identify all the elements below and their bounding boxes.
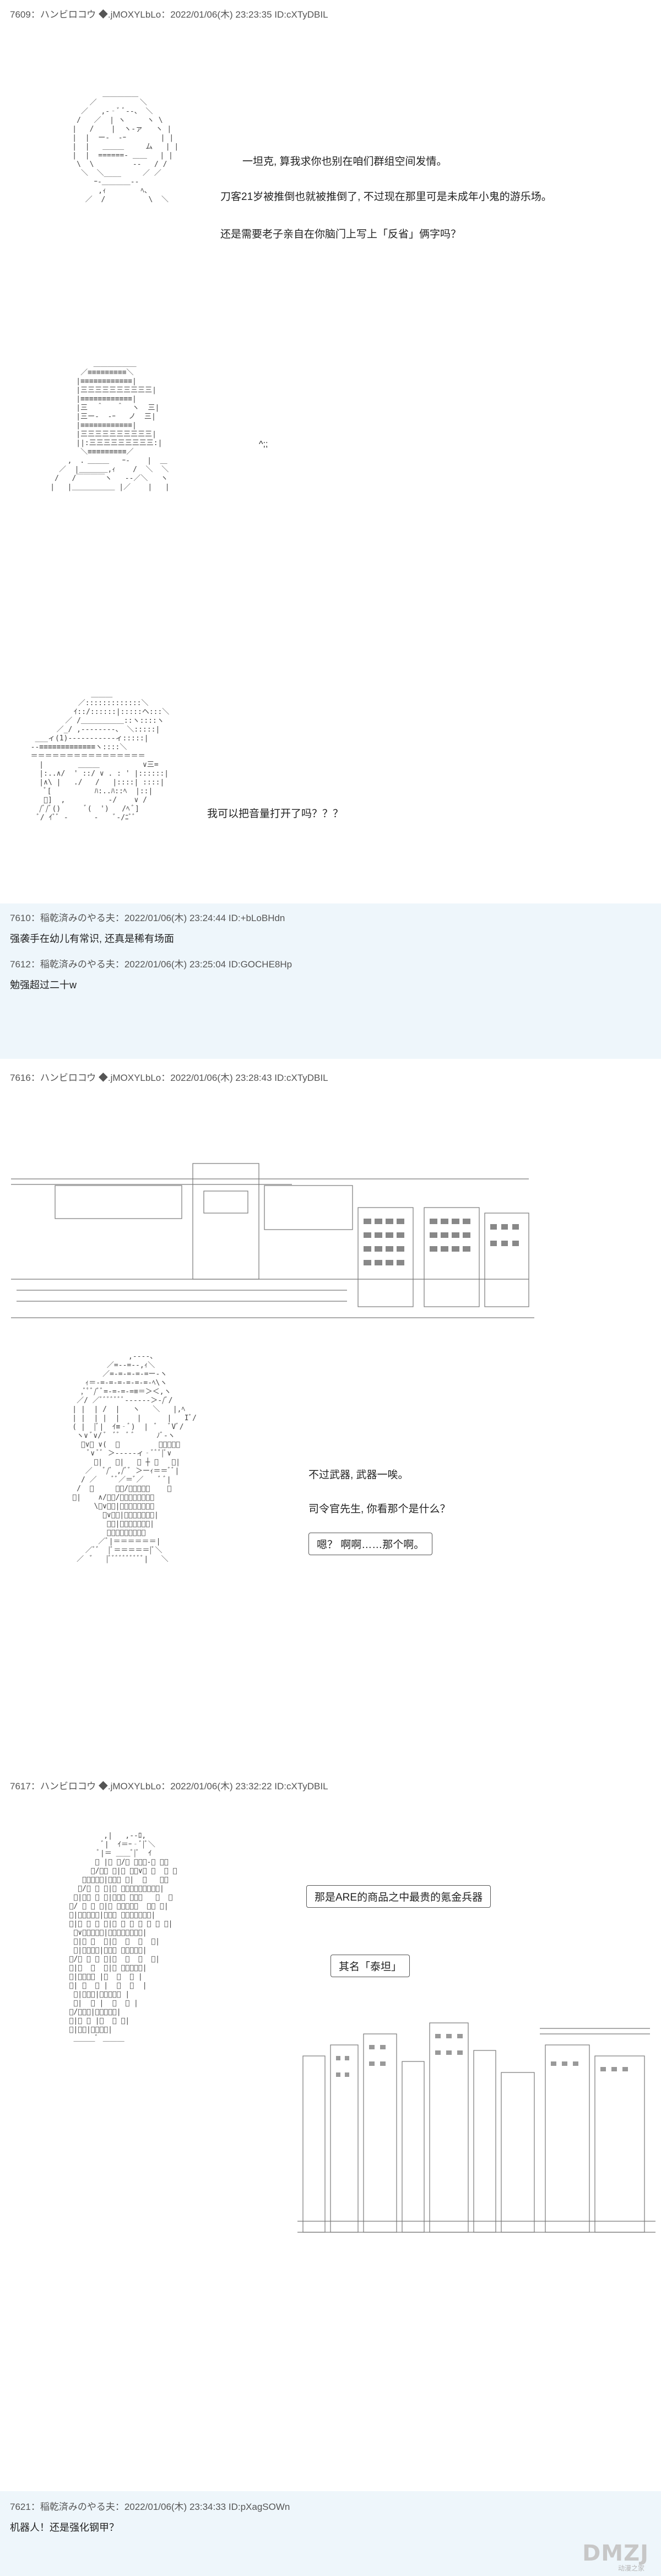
dialog-aside: ^;;	[259, 440, 268, 449]
ascii-art-character-gunner: ,| ,-‐ﾛ, ﾞ| ｲ＝ｰ‐ﾞ|ﾞ＼ ﾞ|＝ ＿＿ﾞ|ﾞ ｲ ﾞ |ﾞ ﾞ/…	[64, 1832, 177, 2043]
post-header: 7616：ハンビロコウ ◆.jMOXYLbLo：2022/01/06(木) 23…	[10, 1073, 328, 1083]
speech-bubble-text: 嗯？ 啊啊……那个啊。	[317, 1539, 425, 1551]
post-body: 强袭手在幼儿有常识, 还真是稀有场面	[10, 933, 175, 944]
post-7617: 7617：ハンビロコウ ◆.jMOXYLbLo：2022/01/06(木) 23…	[0, 1769, 661, 2491]
post-header: 7617：ハンビロコウ ◆.jMOXYLbLo：2022/01/06(木) 23…	[10, 1781, 328, 1792]
watermark-logo: DMZJ	[582, 2541, 649, 2566]
ascii-art-character-small: ＿＿＿ ／:::::::::::::＼ ｲ::/::::::|:::::ヘ:::…	[30, 690, 170, 822]
post-header: 7621：稲乾済みのやる夫：2022/01/06(木) 23:34:33 ID:…	[10, 2502, 290, 2512]
dialog-line: 还是需要老子亲自在你脑门上写上「反省」俩字吗？	[220, 229, 462, 240]
ascii-art-character-head: ＿＿＿＿＿ ／ ＼ ／ ,-‐ﾞ ﾞ‐-、 ＼ / ／ | ヽ ヽ \ | / …	[72, 90, 179, 204]
ascii-art-character-bust: ＿＿＿＿＿＿ ／≡≡≡≡≡≡≡≡≡＼ |≡≡≡≡≡≡≡≡≡≡≡≡| |三三三三三…	[50, 360, 170, 491]
watermark-subtitle: 动漫之家	[617, 2564, 644, 2572]
post-7621: 7621：稲乾済みのやる夫：2022/01/06(木) 23:34:33 ID:…	[0, 2491, 661, 2576]
dialog-line: 司令官先生, 你看那个是什么？	[308, 1503, 451, 1515]
speech-bubble-text: 那是ARE的商品之中最贵的氪金兵器	[315, 1892, 483, 1903]
speech-bubble: 其名「泰坦」	[330, 1955, 410, 1977]
post-header: 7609：ハンビロコウ ◆.jMOXYLbLo：2022/01/06(木) 23…	[10, 9, 328, 20]
post-body: 勉强超过二十w	[10, 979, 77, 991]
post-7610: 7610：稲乾済みのやる夫：2022/01/06(木) 23:24:44 ID:…	[0, 903, 661, 951]
post-body: 机器人！还是强化钢甲？	[10, 2522, 119, 2533]
speech-bubble: 嗯？ 啊啊……那个啊。	[308, 1533, 433, 1555]
dialog-line: 刀客21岁被推倒也就被推倒了, 不过现在那里可是未成年小鬼的游乐场。	[220, 191, 552, 203]
ascii-art-character-standing: ,-‐‐-、 ／=‐-=‐-,ｨ＼ ／=-=-=-=-=ー‐ヽ ｨ＝-=-=-=…	[68, 1352, 197, 1563]
cityscape-illustration	[11, 1163, 534, 1318]
dialog-line: 不过武器, 武器一唉。	[308, 1469, 409, 1481]
post-7612: 7612：稲乾済みのやる夫：2022/01/06(木) 23:25:04 ID:…	[0, 951, 661, 1059]
speech-bubble: 那是ARE的商品之中最贵的氪金兵器	[306, 1885, 491, 1908]
post-7616: 7616：ハンビロコウ ◆.jMOXYLbLo：2022/01/06(木) 23…	[0, 1059, 661, 1769]
city-ruins-illustration	[297, 2022, 655, 2233]
post-header: 7610：稲乾済みのやる夫：2022/01/06(木) 23:24:44 ID:…	[10, 913, 285, 923]
dialog-line: 我可以把音量打开了吗？？？	[207, 808, 344, 820]
post-header: 7612：稲乾済みのやる夫：2022/01/06(木) 23:25:04 ID:…	[10, 959, 292, 970]
speech-bubble-text: 其名「泰坦」	[339, 1961, 402, 1973]
post-7609: 7609：ハンビロコウ ◆.jMOXYLbLo：2022/01/06(木) 23…	[0, 0, 661, 903]
dialog-line: 一坦克, 算我求你也别在咱们群组空间发情。	[242, 156, 447, 167]
